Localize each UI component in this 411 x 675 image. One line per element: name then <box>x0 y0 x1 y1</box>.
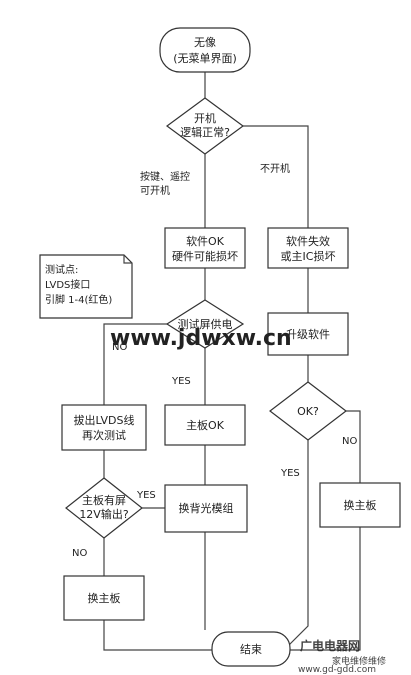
boot-check-decision: 开机 逻辑正常? <box>165 97 245 155</box>
replace-mainboard-left-label: 换主板 <box>88 591 121 605</box>
mainboard-ok-box: 主板OK <box>164 404 246 446</box>
watermark-site: www.gd-gdd.com <box>298 665 376 675</box>
software-ok-line2: 硬件可能损坏 <box>172 249 238 263</box>
software-ok-line1: 软件OK <box>186 234 225 248</box>
start-node-line1: 无像 <box>194 36 216 49</box>
edge-label-ok-yes: YES <box>280 468 300 479</box>
replace-mainboard-right-box: 换主板 <box>319 482 401 528</box>
watermark-brand: 广电电器网 家电维修维修 www.gd-gdd.com <box>298 638 386 675</box>
edge-label-keys-line2: 可开机 <box>140 184 170 197</box>
unplug-lvds-line2: 再次测试 <box>82 428 126 442</box>
ok-check-decision: OK? <box>269 381 347 441</box>
edge-label-no-boot: 不开机 <box>260 162 290 175</box>
note-line1: 测试点: <box>45 263 78 276</box>
test-point-note: 测试点: LVDS接口 引脚 1-4(红色) <box>39 254 133 319</box>
upgrade-software-label: 升级软件 <box>286 327 330 341</box>
watermark-url: www.jdwxw.cn <box>110 326 292 351</box>
edge-label-output-no: NO <box>72 548 87 559</box>
edge-label-psu-yes: YES <box>171 376 191 387</box>
edge-label-psu-no: NO <box>112 342 127 353</box>
mainboard-ok-label: 主板OK <box>186 418 225 432</box>
start-node: 无像 (无菜单界面) <box>159 27 251 73</box>
unplug-lvds-box: 拔出LVDS线 再次测试 <box>61 404 147 451</box>
end-node: 结束 <box>211 631 291 667</box>
edge-label-output-yes: YES <box>136 490 156 501</box>
output-check-decision: 主板有屏 12V输出? <box>65 477 143 539</box>
note-line2: LVDS接口 <box>45 278 90 291</box>
replace-mainboard-right-label: 换主板 <box>344 498 377 512</box>
connectors <box>103 72 361 651</box>
start-node-line2: (无菜单界面) <box>173 52 237 65</box>
psu-check-decision: 测试屏供电 <box>165 299 245 349</box>
software-fail-box: 软件失效 或主IC损坏 <box>267 227 349 269</box>
boot-check-line1: 开机 <box>194 111 216 125</box>
output-check-line2: 12V输出? <box>79 507 129 521</box>
psu-check-label: 测试屏供电 <box>178 317 233 331</box>
replace-backlight-box: 换背光模组 <box>164 484 248 533</box>
watermark-brand-name: 广电电器网 <box>300 638 360 653</box>
unplug-lvds-line1: 拔出LVDS线 <box>74 413 135 427</box>
replace-mainboard-left-box: 换主板 <box>63 575 145 621</box>
end-node-label: 结束 <box>240 643 262 656</box>
software-fail-line1: 软件失效 <box>286 234 330 248</box>
software-ok-box: 软件OK 硬件可能损坏 <box>164 227 246 269</box>
software-fail-line2: 或主IC损坏 <box>281 249 336 263</box>
boot-check-line2: 逻辑正常? <box>180 125 230 139</box>
watermark-brand-sub: 家电维修维修 <box>332 655 386 667</box>
upgrade-software-box: 升级软件 <box>267 312 349 356</box>
replace-backlight-label: 换背光模组 <box>179 501 234 515</box>
edge-label-keys-line1: 按键、遥控 <box>140 170 190 183</box>
ok-check-label: OK? <box>297 405 319 418</box>
output-check-line1: 主板有屏 <box>82 493 126 507</box>
edge-label-ok-no: NO <box>342 436 357 447</box>
note-line3: 引脚 1-4(红色) <box>45 293 112 306</box>
